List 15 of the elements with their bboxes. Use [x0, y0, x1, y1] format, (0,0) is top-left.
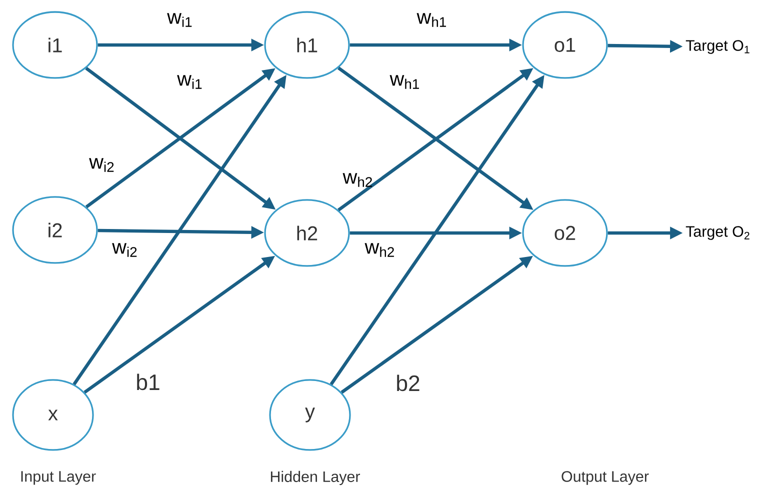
layer-label: Output Layer — [562, 471, 649, 485]
target-label: Target O$_{1}$ — [686, 40, 750, 54]
edge-label: w$_{i1}$ — [167, 13, 192, 27]
target-label: Target O$_{2}$ — [686, 226, 750, 240]
edge-label: w$_{h2}$ — [342, 173, 372, 187]
edge-label: w$_{i2}$ — [89, 158, 114, 172]
bias-label: b2 — [397, 374, 420, 392]
layer-label: Input Layer — [21, 471, 96, 485]
edge-label: w$_{h2}$ — [364, 243, 394, 257]
bias-label: b1 — [137, 374, 160, 390]
edge-label: w$_{h1}$ — [416, 13, 446, 27]
edge-label: w$_{i2}$ — [112, 243, 137, 257]
layer-label: Hidden Layer — [270, 470, 360, 486]
edge-label: w$_{i1}$ — [177, 75, 202, 89]
edge-label: w$_{h1}$ — [390, 75, 419, 89]
